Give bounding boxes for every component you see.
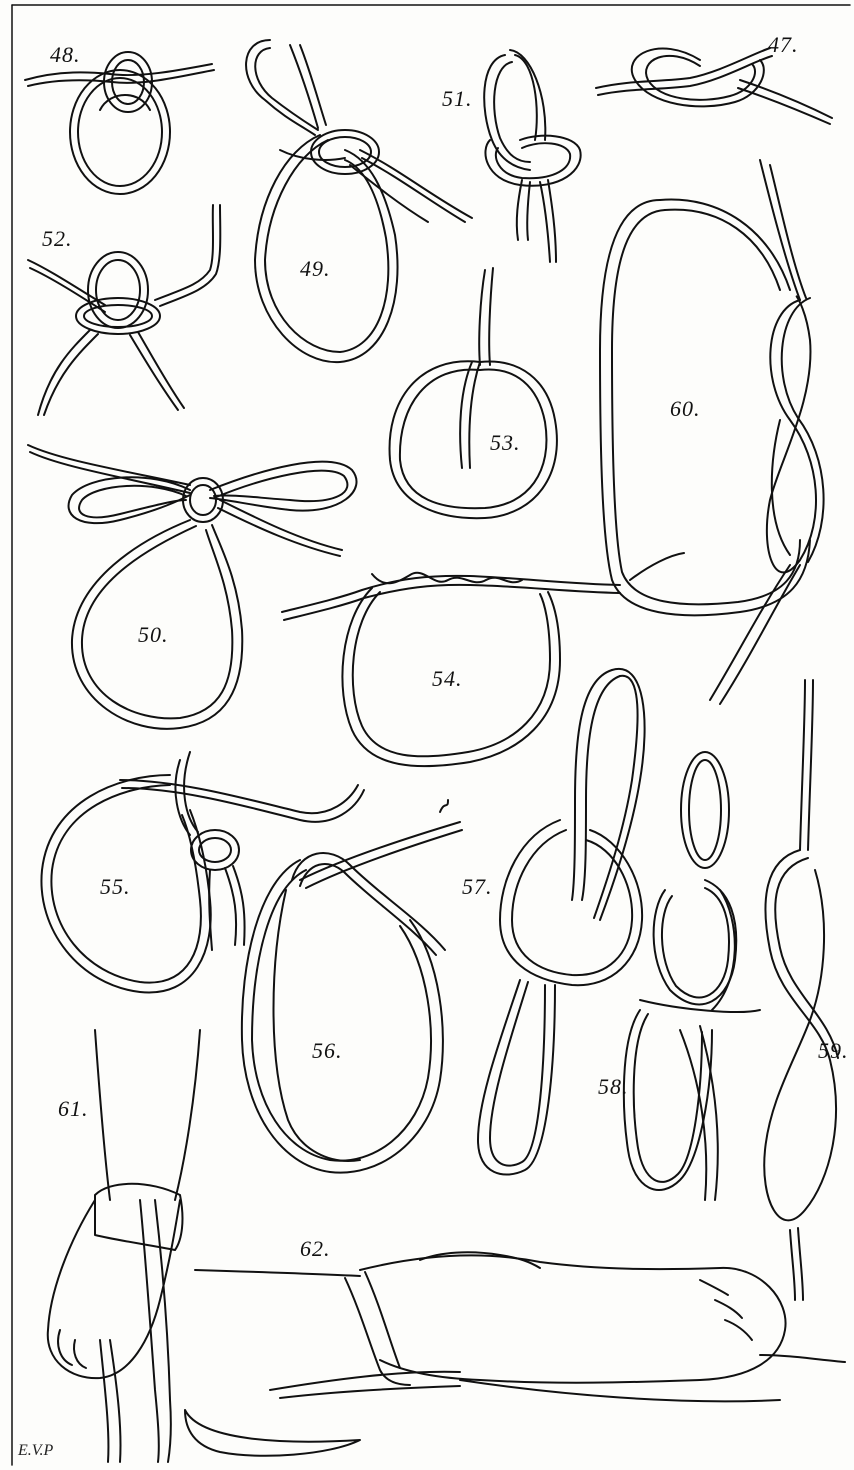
- knot-53: [390, 268, 557, 518]
- figure-number-52: 52.: [42, 228, 73, 250]
- figure-number-54: 54.: [432, 668, 463, 690]
- engraver-signature: E.V.P: [18, 1442, 53, 1460]
- figure-number-50: 50.: [138, 624, 169, 646]
- figure-number-61: 61.: [58, 1098, 89, 1120]
- knot-56: [242, 800, 462, 1173]
- knot-51: [484, 50, 580, 262]
- figure-number-58: 58.: [598, 1076, 629, 1098]
- figure-number-48: 48.: [50, 44, 81, 66]
- knot-58: [624, 752, 760, 1200]
- knot-47: [596, 48, 832, 124]
- figure-number-51: 51.: [442, 88, 473, 110]
- figure-number-47: 47.: [768, 34, 799, 56]
- knot-59: [764, 680, 838, 1300]
- knot-49: [246, 40, 472, 362]
- knot-60: [600, 160, 824, 704]
- figure-number-56: 56.: [312, 1040, 343, 1062]
- figure-number-53: 53.: [490, 432, 521, 454]
- knot-48: [25, 52, 214, 194]
- knot-61: [48, 1030, 200, 1462]
- figure-number-49: 49.: [300, 258, 331, 280]
- figure-number-57: 57.: [462, 876, 493, 898]
- figure-number-60: 60.: [670, 398, 701, 420]
- figure-number-59: 59.: [818, 1040, 849, 1062]
- knot-50: [28, 445, 357, 729]
- figure-number-62: 62.: [300, 1238, 331, 1260]
- plate-border: [12, 5, 850, 1465]
- figure-number-55: 55.: [100, 876, 131, 898]
- knot-62: [185, 1252, 845, 1456]
